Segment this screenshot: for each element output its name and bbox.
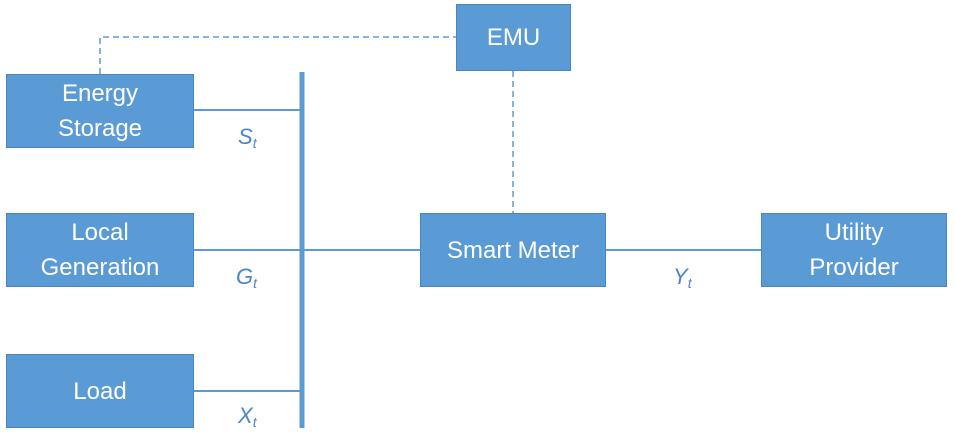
storage-flow-label: St bbox=[238, 124, 257, 151]
grid-flow-subscript: t bbox=[687, 275, 692, 291]
grid-flow-symbol: Y bbox=[673, 264, 688, 289]
utility-provider-label-line-1: Utility bbox=[824, 219, 884, 246]
load-flow-label: Xt bbox=[238, 403, 257, 430]
utility-provider-label-line-2: Provider bbox=[809, 254, 899, 281]
storage-flow-subscript: t bbox=[252, 135, 257, 151]
energy-storage-label-line-2: Storage bbox=[57, 115, 143, 142]
load-flow-symbol: X bbox=[238, 403, 253, 428]
utility-provider-block: Utility Provider bbox=[761, 213, 947, 287]
generation-flow-subscript: t bbox=[253, 275, 258, 291]
local-generation-label-line-2: Generation bbox=[40, 254, 160, 281]
load-label: Load bbox=[73, 377, 127, 405]
generation-flow-symbol: G bbox=[236, 264, 254, 289]
local-generation-block: Local Generation bbox=[6, 213, 194, 287]
energy-storage-block: Energy Storage bbox=[6, 74, 194, 148]
local-generation-label-line-1: Local bbox=[71, 219, 129, 246]
emu-storage-control-link bbox=[99, 36, 456, 74]
generation-flow-label: Gt bbox=[236, 264, 257, 291]
storage-flow-symbol: S bbox=[238, 124, 253, 149]
load-flow-subscript: t bbox=[252, 414, 257, 430]
grid-flow-label: Yt bbox=[673, 264, 692, 291]
smart-meter-block: Smart Meter bbox=[420, 213, 606, 287]
smart-meter-label: Smart Meter bbox=[446, 236, 580, 264]
emu-label: EMU bbox=[486, 24, 541, 51]
emu-block: EMU bbox=[456, 4, 571, 71]
load-block: Load bbox=[6, 354, 194, 428]
energy-storage-label-line-1: Energy bbox=[61, 80, 139, 107]
